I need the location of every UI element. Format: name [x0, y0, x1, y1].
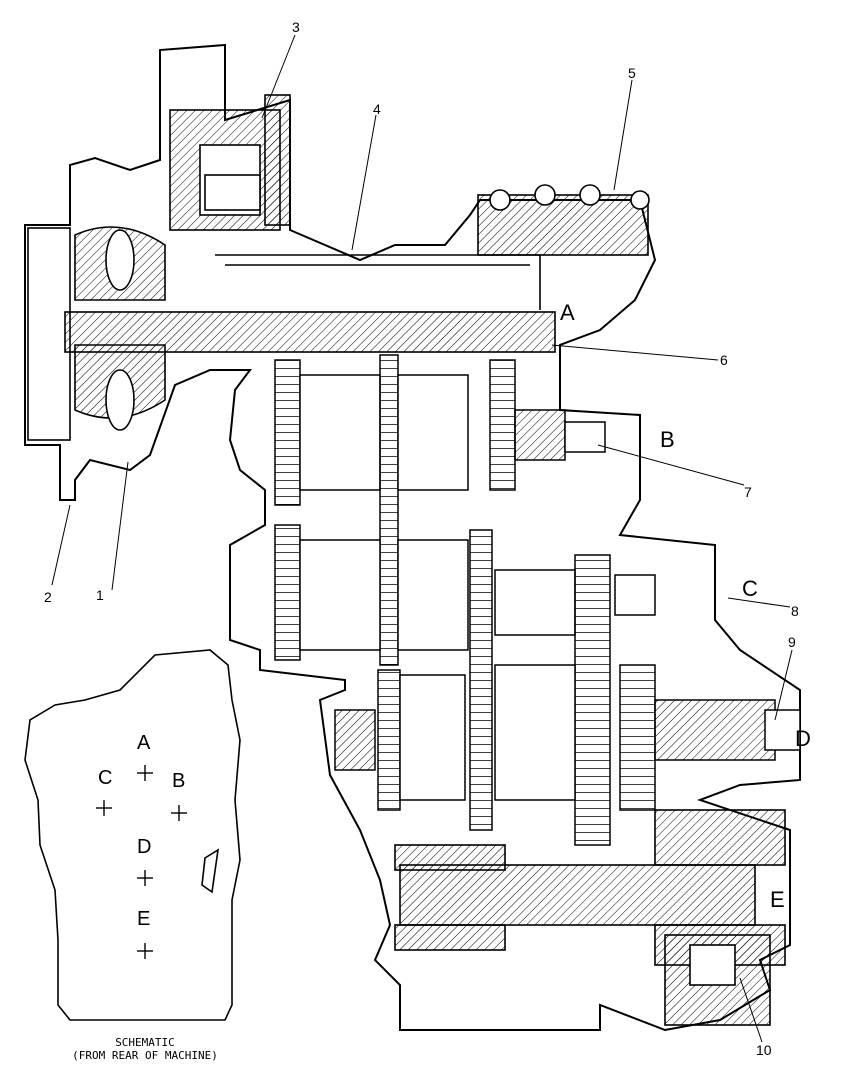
- input-shaft: [64, 311, 556, 353]
- callout-7: 7: [744, 484, 752, 500]
- torque-converter: [27, 226, 166, 441]
- section-letter-d: D: [795, 726, 811, 751]
- gear-row-1: [274, 354, 606, 666]
- section-letter-c: C: [742, 576, 758, 601]
- schematic-letter-e: E: [137, 908, 151, 930]
- upper-housing: [215, 254, 541, 310]
- gear-row-3: [334, 664, 801, 811]
- schematic-letter-d: D: [137, 836, 152, 858]
- schematic-letter-b: B: [172, 770, 186, 792]
- leader-lines: [51, 34, 793, 1043]
- schematic-letter-a: A: [137, 732, 151, 754]
- callout-6: 6: [720, 352, 728, 368]
- callout-9: 9: [788, 634, 796, 650]
- schematic-outline: [24, 649, 241, 1021]
- callout-5: 5: [628, 65, 636, 81]
- pump-housing: [169, 94, 291, 231]
- callout-1: 1: [96, 587, 104, 603]
- output-shaft: [394, 809, 786, 966]
- schematic-letter-c: C: [98, 767, 113, 789]
- section-letter-a: A: [560, 300, 575, 325]
- callout-4: 4: [373, 101, 381, 117]
- parking-brake: [664, 934, 771, 1026]
- section-letter-e: E: [770, 887, 785, 912]
- callout-8: 8: [791, 603, 799, 619]
- callout-10: 10: [756, 1042, 772, 1058]
- section-letter-b: B: [660, 427, 675, 452]
- schematic-caption: SCHEMATIC (FROM REAR OF MACHINE): [40, 1036, 250, 1062]
- callout-2: 2: [44, 589, 52, 605]
- schematic-caption-line2: (FROM REAR OF MACHINE): [72, 1048, 218, 1062]
- control-valve: [477, 184, 650, 256]
- gear-row-2: [274, 524, 656, 846]
- schematic-markers: [96, 765, 187, 959]
- schematic-caption-line1: SCHEMATIC: [115, 1036, 175, 1049]
- callout-3: 3: [292, 19, 300, 35]
